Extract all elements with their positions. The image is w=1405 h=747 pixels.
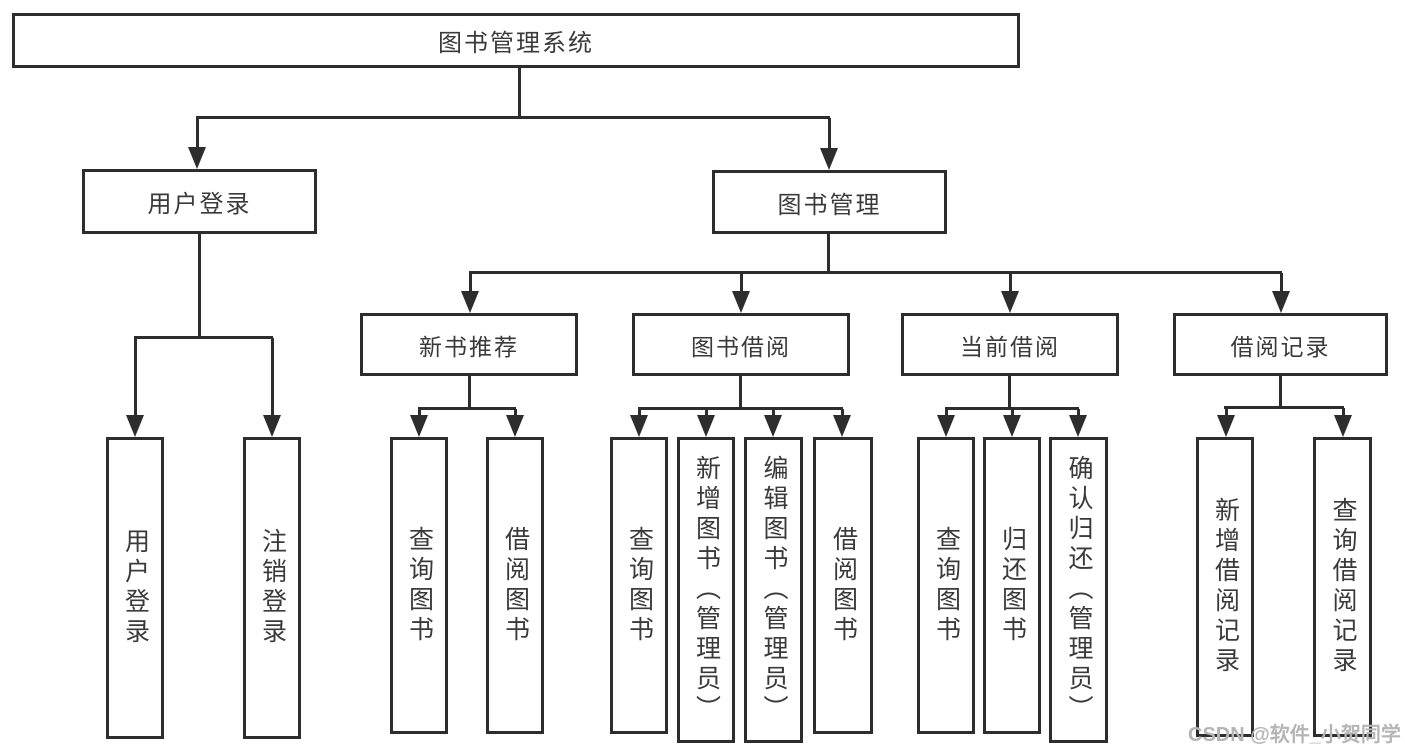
node-new-book-recommend: 新书推荐 <box>360 313 578 376</box>
connector-g3-hbar <box>638 407 843 410</box>
arrow-g3-3 <box>764 409 782 437</box>
arrow-g2-2 <box>506 409 524 437</box>
connector-g5-hbar <box>1224 406 1344 409</box>
leaf-borrow-books-recommend: 借阅图书 <box>486 437 544 734</box>
arrow-g4-1 <box>937 409 955 437</box>
arrow-to-leaf-logout <box>263 338 281 437</box>
arrow-to-new-book <box>461 273 479 313</box>
arrow-to-user-login <box>188 118 206 169</box>
connector-g3-stem <box>739 376 742 409</box>
connector-g4-stem <box>1008 376 1011 409</box>
arrow-to-book-management <box>820 118 838 170</box>
connector-user-login-hbar <box>134 336 273 339</box>
leaf-query-books-current: 查询图书 <box>917 437 975 734</box>
connector-book-mgmt-stem <box>827 233 830 273</box>
leaf-query-borrow-record: 查询借阅记录 <box>1313 437 1372 737</box>
leaf-logout: 注销登录 <box>243 437 301 739</box>
leaf-edit-book-admin: 编辑图书（管理员） <box>744 437 803 743</box>
arrow-to-book-borrow <box>732 273 750 313</box>
leaf-return-book: 归还图书 <box>983 437 1041 734</box>
leaf-user-login: 用户登录 <box>106 437 164 739</box>
connector-g5-stem <box>1279 376 1282 408</box>
node-borrow-records: 借阅记录 <box>1173 313 1388 376</box>
arrow-g3-1 <box>630 409 648 437</box>
arrow-to-leaf-user-login <box>126 338 144 437</box>
connector-book-mgmt-hbar <box>469 271 1282 274</box>
node-book-management: 图书管理 <box>712 170 947 234</box>
connector-root-stem <box>518 68 521 118</box>
connector-user-login-stem <box>198 234 201 338</box>
leaf-query-books-borrow: 查询图书 <box>610 437 668 734</box>
csdn-watermark: CSDN @软件_小贺同学 <box>1188 724 1401 746</box>
arrow-g5-1 <box>1217 408 1235 437</box>
leaf-confirm-return-admin: 确认归还（管理员） <box>1049 437 1108 743</box>
arrow-g3-4 <box>833 409 851 437</box>
connector-g2-hbar <box>418 407 516 410</box>
node-book-borrow: 图书借阅 <box>632 313 850 376</box>
connector-g2-stem <box>468 376 471 409</box>
arrow-to-current-borrow <box>1001 273 1019 313</box>
arrow-g2-1 <box>410 409 428 437</box>
arrow-to-borrow-records <box>1272 273 1290 313</box>
arrow-g4-3 <box>1069 409 1087 437</box>
leaf-add-book-admin: 新增图书（管理员） <box>677 437 735 743</box>
arrow-g5-2 <box>1334 408 1352 437</box>
arrow-g3-2 <box>697 409 715 437</box>
connector-g4-hbar <box>945 407 1079 410</box>
leaf-query-books-recommend: 查询图书 <box>390 437 448 734</box>
leaf-add-borrow-record: 新增借阅记录 <box>1196 437 1254 737</box>
node-current-borrow: 当前借阅 <box>901 313 1119 376</box>
node-user-login: 用户登录 <box>82 169 317 234</box>
connector-root-hbar <box>196 116 830 119</box>
leaf-borrow-books: 借阅图书 <box>813 437 873 734</box>
node-library-system: 图书管理系统 <box>12 13 1020 68</box>
arrow-g4-2 <box>1003 409 1021 437</box>
